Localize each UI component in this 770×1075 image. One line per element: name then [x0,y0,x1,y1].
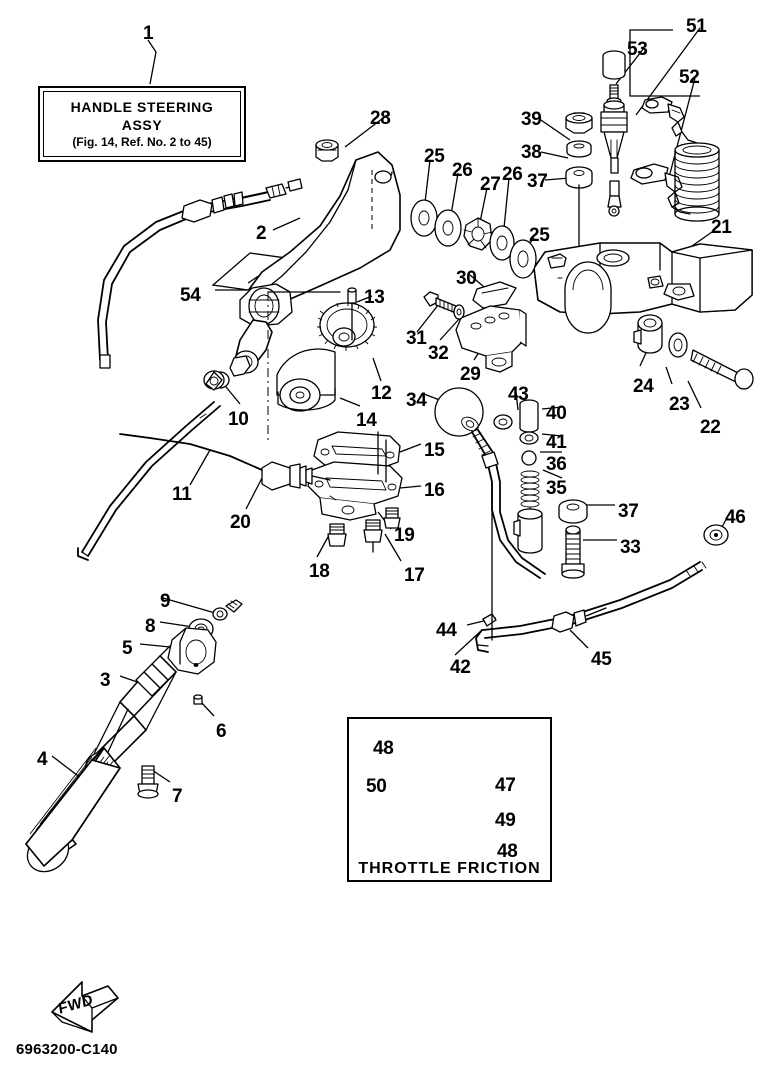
callout-number-25: 25 [424,146,445,167]
assembly-title-box: HANDLE STEERING ASSY (Fig. 14, Ref. No. … [38,86,246,162]
pivot-hardware [633,314,754,390]
steering-bracket-21 [533,242,753,334]
callout-number-36: 36 [546,454,567,475]
rubber-grip-4 [25,747,121,873]
throttle-grip-assembly [25,599,243,873]
callout-number-20: 20 [230,512,251,533]
spring-35 [520,470,540,508]
callout-number-47: 47 [495,775,516,796]
callout-number-12: 12 [371,383,392,404]
title-line-2: ASSY [121,117,163,133]
callout-number-16: 16 [424,480,445,501]
throttle-friction-bracket [423,281,527,373]
callout-number-11: 11 [172,484,192,505]
callout-number-37: 37 [618,501,639,522]
callout-number-15: 15 [424,440,445,461]
callout-number-28: 28 [370,108,391,129]
throttle-friction-inset-title: THROTTLE FRICTION [358,860,541,877]
callout-number-54: 54 [180,285,201,306]
callout-number-49: 49 [495,810,516,831]
callout-number-45: 45 [591,649,612,670]
throttle-friction-inset-box [347,717,552,882]
callout-number-22: 22 [700,417,721,438]
callout-number-9: 9 [160,591,171,612]
shift-lever-assembly [434,387,729,653]
friction-washer-stack [410,199,537,279]
callout-number-7: 7 [172,786,183,807]
callout-number-10: 10 [228,409,249,430]
callout-number-33: 33 [620,537,641,558]
callout-number-18: 18 [309,561,330,582]
callout-number-39: 39 [521,109,542,130]
callout-number-44: 44 [436,620,457,641]
throttle-cable-upper [97,178,303,369]
cable-clamp-plates [119,431,403,553]
clip-10 [203,370,225,391]
callout-number-29: 29 [460,364,481,385]
callout-number-34: 34 [406,390,427,411]
callout-number-5: 5 [122,638,133,659]
title-line-3: (Fig. 14, Ref. No. 2 to 45) [72,135,212,149]
callout-number-8: 8 [145,616,156,637]
engine-stop-switch-assembly [600,50,720,222]
callout-number-48: 48 [373,738,394,759]
callout-number-52: 52 [679,67,700,88]
callout-number-40: 40 [546,403,567,424]
callout-number-26: 26 [452,160,473,181]
callout-number-42: 42 [450,657,471,678]
callout-number-27: 27 [480,174,501,195]
callout-number-50: 50 [366,776,387,797]
fwd-direction-arrow [51,981,119,1033]
callout-number-35: 35 [546,478,567,499]
callout-number-51: 51 [686,16,707,37]
upper-fastener-stack [565,112,593,257]
coiled-lanyard-cord [674,142,720,222]
callout-number-1: 1 [143,23,154,44]
steering-cable-11 [77,401,221,561]
throttle-gear-assembly [267,287,377,440]
callout-number-37: 37 [527,171,548,192]
callout-number-30: 30 [456,268,477,289]
callout-number-25: 25 [529,225,550,246]
title-line-1: HANDLE STEERING [70,99,214,115]
callout-number-17: 17 [404,565,425,586]
callout-number-19: 19 [394,525,415,546]
callout-number-38: 38 [521,142,542,163]
callout-number-21: 21 [711,217,732,238]
callout-number-4: 4 [37,749,48,770]
callout-number-26: 26 [502,164,523,185]
callout-number-24: 24 [633,376,654,397]
callout-number-3: 3 [100,670,111,691]
callout-number-31: 31 [406,328,427,349]
callout-number-23: 23 [669,394,690,415]
callout-number-41: 41 [546,432,567,453]
callout-number-53: 53 [627,39,648,60]
callout-number-43: 43 [508,384,529,405]
callout-number-2: 2 [256,223,267,244]
callout-number-14: 14 [356,410,377,431]
callout-number-46: 46 [725,507,746,528]
callout-number-32: 32 [428,343,449,364]
document-number: 6963200-C140 [16,1041,118,1058]
callout-number-48: 48 [497,841,518,862]
callout-number-13: 13 [364,287,385,308]
callout-number-6: 6 [216,721,227,742]
